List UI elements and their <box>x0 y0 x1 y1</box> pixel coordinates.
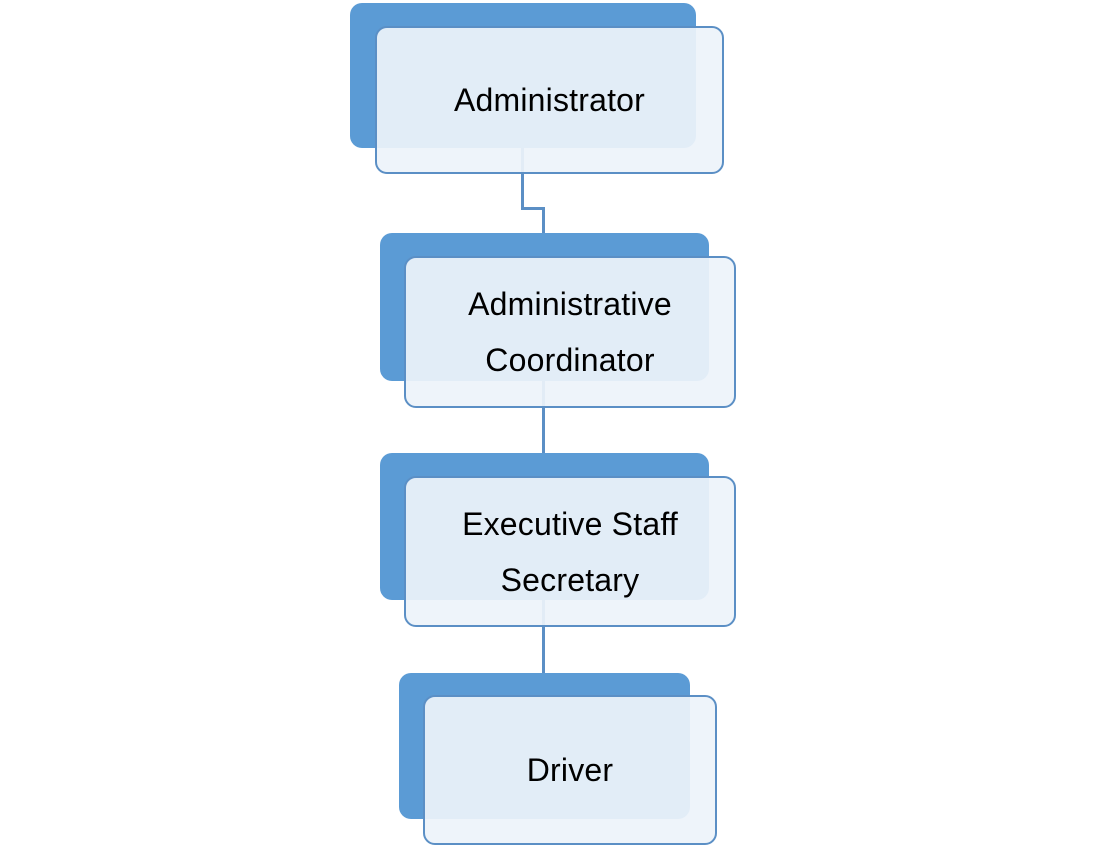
connector-coordinator-to-secretary <box>542 380 545 454</box>
org-node-executive-staff-secretary: Executive Staff Secretary <box>380 453 736 627</box>
node-front-card: Administrator <box>375 26 724 174</box>
node-front-card: Administrative Coordinator <box>404 256 736 408</box>
org-node-administrative-coordinator: Administrative Coordinator <box>380 233 736 408</box>
org-node-driver: Driver <box>399 673 717 845</box>
connector-administrator-to-coordinator-horizontal <box>521 207 545 210</box>
node-label-executive-staff-secretary: Executive Staff Secretary <box>462 496 678 608</box>
node-label-driver: Driver <box>526 752 614 788</box>
connector-secretary-to-driver <box>542 600 545 674</box>
node-label-administrative-coordinator: Administrative Coordinator <box>468 276 672 388</box>
node-label-administrator: Administrator <box>453 82 646 118</box>
node-label-line-2: Secretary <box>500 561 640 598</box>
node-front-card: Driver <box>423 695 717 845</box>
node-label-line-1: Executive Staff <box>462 505 678 542</box>
node-front-card: Executive Staff Secretary <box>404 476 736 627</box>
node-label-line-2: Coordinator <box>485 342 655 378</box>
connector-administrator-to-coordinator-lower <box>542 207 545 233</box>
org-node-administrator: Administrator <box>350 3 724 174</box>
connector-administrator-to-coordinator-upper <box>521 148 524 210</box>
node-label-line-1: Administrative <box>468 286 672 322</box>
